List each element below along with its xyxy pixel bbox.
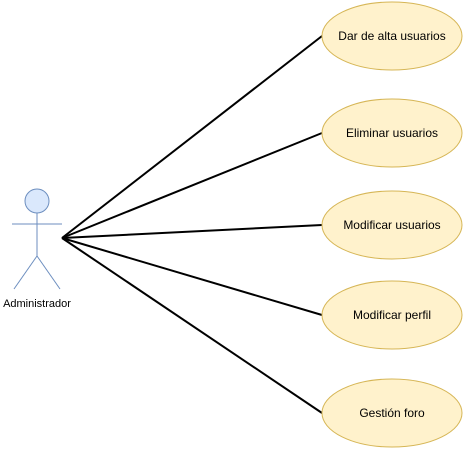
use-case-modificar-perfil[interactable]: Modificar perfil [321, 280, 463, 350]
actor-right-leg [36, 255, 61, 290]
association-line-eliminar-usuarios[interactable] [61, 132, 323, 239]
use-case-ellipse [321, 1, 463, 71]
actor-left-leg [13, 255, 38, 290]
actor-administrador[interactable]: Administrador [3, 188, 71, 310]
use-case-modificar-usuarios[interactable]: Modificar usuarios [321, 190, 463, 260]
use-case-ellipse [321, 378, 463, 448]
use-case-label: Modificar perfil [353, 308, 431, 322]
associations [61, 35, 323, 414]
use-case-ellipse [321, 280, 463, 350]
use-case-label: Eliminar usuarios [346, 126, 438, 140]
association-line-modificar-perfil[interactable] [61, 237, 323, 316]
association-line-gestion-foro[interactable] [61, 237, 323, 414]
use-case-ellipse [321, 98, 463, 168]
use-case-label: Dar de alta usuarios [338, 29, 445, 43]
use-case-gestion-foro[interactable]: Gestión foro [321, 378, 463, 448]
actor-name-label: Administrador [3, 298, 71, 310]
actor-head [24, 188, 50, 214]
association-line-dar-de-alta-usuarios[interactable] [61, 35, 323, 239]
use-case-label: Gestión foro [359, 406, 425, 420]
use-case-eliminar-usuarios[interactable]: Eliminar usuarios [321, 98, 463, 168]
association-line-modificar-usuarios[interactable] [61, 224, 323, 239]
use-case-dar-de-alta-usuarios[interactable]: Dar de alta usuarios [321, 1, 463, 71]
use-case-ellipse [321, 190, 463, 260]
use-case-label: Modificar usuarios [343, 218, 440, 232]
